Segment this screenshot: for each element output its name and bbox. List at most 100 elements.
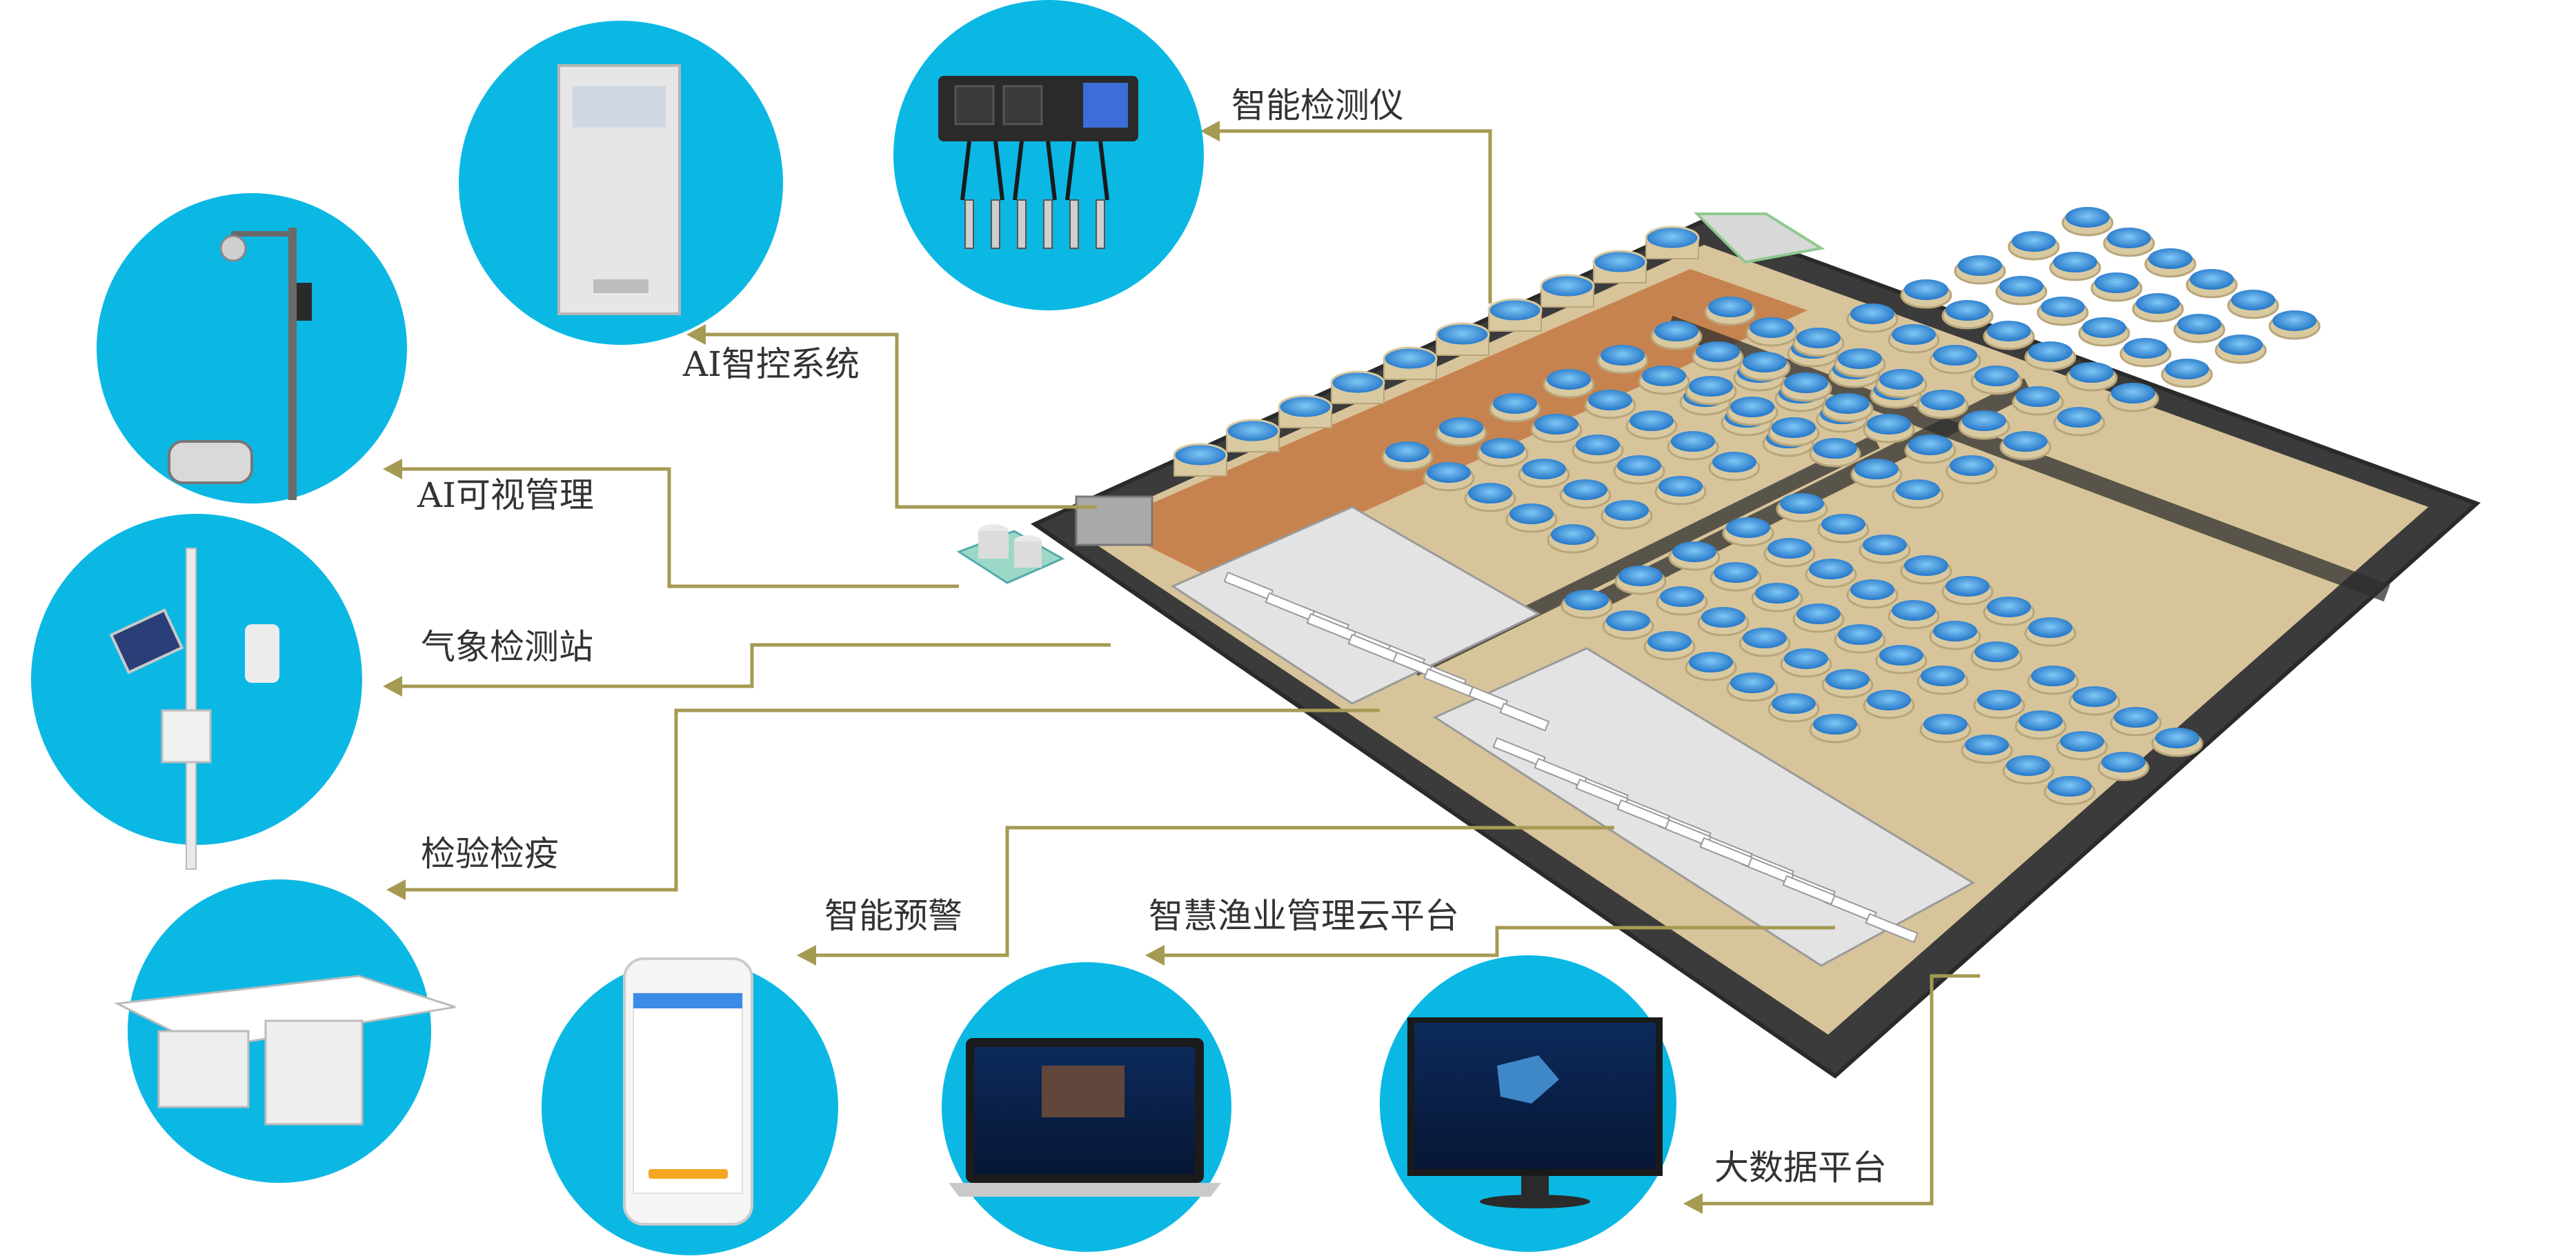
- water-tank-2-body: [1014, 541, 1042, 568]
- fish-tank-water: [1658, 476, 1703, 497]
- fish-tank-water: [1974, 641, 2019, 662]
- fish-tank-water: [1642, 366, 1686, 386]
- fish-tank-water: [1796, 604, 1841, 624]
- probe-cable: [1013, 141, 1024, 201]
- fish-tank-water: [1601, 345, 1645, 366]
- fish-tank-water: [1892, 324, 1936, 345]
- fish-tank-water: [1923, 714, 1968, 735]
- phone-app-header: [633, 993, 742, 1008]
- fish-tank-water: [2136, 293, 2180, 314]
- fish-tank-water: [2272, 310, 2317, 331]
- phone-alert-button: [648, 1169, 728, 1179]
- labels: 智能检测仪 AI智控系统 AI可视管理 气象检测站 检验检疫 智能预警 智慧渔业…: [417, 86, 1887, 1188]
- fish-tank-water: [1712, 452, 1756, 472]
- fish-tank-water: [1743, 352, 1787, 372]
- fish-tank-water: [1945, 576, 1990, 597]
- connector-inspection: [400, 708, 1380, 892]
- fish-tank-water: [1654, 321, 1698, 341]
- camera-pole-icon: [288, 228, 297, 500]
- connector-detector: [1214, 129, 1492, 303]
- fish-tank-water: [2082, 317, 2126, 338]
- fish-tank-water: [1977, 690, 2021, 710]
- fish-tank-water: [2070, 362, 2114, 383]
- fish-tank-water: [1987, 597, 2031, 617]
- large-tank-water: [1435, 322, 1490, 347]
- probe-cable: [1098, 141, 1109, 201]
- detector-screen-icon: [1083, 83, 1128, 128]
- probe-cable: [1046, 141, 1057, 201]
- large-tank-water: [1383, 346, 1438, 371]
- fish-tank-water: [2148, 248, 2192, 269]
- node-ai-visual: [97, 193, 407, 504]
- node-cloud: [942, 962, 1231, 1252]
- fish-tank-water: [2053, 252, 2097, 272]
- large-tank-water: [1487, 298, 1543, 323]
- fish-tank-water: [2019, 710, 2063, 731]
- monitor-base: [1480, 1195, 1590, 1208]
- lab-cabinet: [157, 1030, 250, 1108]
- fish-tank-water: [2094, 272, 2139, 293]
- fish-tank-water: [1796, 328, 1841, 348]
- fish-tank-water: [1999, 276, 2043, 297]
- node-detector: [893, 0, 1204, 310]
- socket-icon: [1002, 85, 1043, 126]
- fish-tank-water: [1629, 410, 1674, 431]
- fish-tank-water: [1987, 321, 2031, 341]
- fish-tank-water: [1726, 517, 1770, 538]
- fish-tank-water: [1427, 462, 1471, 483]
- arrow-inspection: [386, 879, 406, 900]
- probe-sensor: [1043, 199, 1053, 249]
- fish-tank-water: [1945, 300, 1990, 321]
- farm-large-tanks: [1173, 226, 1700, 477]
- fish-tank-water: [2155, 728, 2199, 748]
- fish-tank-water: [1921, 666, 1965, 686]
- fish-tank-water: [2041, 297, 2085, 317]
- fish-tank-water: [1493, 393, 1537, 414]
- fish-tank-water: [1784, 648, 1828, 669]
- cabinet-vent: [593, 279, 648, 293]
- fish-tank-water: [1647, 631, 1692, 652]
- fish-tank-water: [1509, 504, 1554, 524]
- fish-tank-water: [2219, 335, 2263, 355]
- fish-tank-water: [1689, 376, 1733, 397]
- fish-tank-water: [1896, 479, 1940, 500]
- fish-tank-water: [1767, 538, 1812, 559]
- phone-screen: [633, 993, 743, 1194]
- lab-desk: [1616, 799, 1670, 830]
- fish-tank-water: [1821, 514, 1865, 535]
- connector-warning: [811, 826, 1614, 957]
- fish-tank-water: [1480, 438, 1525, 459]
- probe-sensor: [1096, 199, 1105, 249]
- arrow-warning: [797, 945, 816, 966]
- lab-desk: [1699, 837, 1753, 868]
- cylinder-camera-icon: [168, 440, 253, 484]
- probe-cable: [960, 141, 971, 201]
- fish-tank-water: [1958, 255, 2002, 276]
- farm-lab-desks: [1223, 571, 1919, 944]
- label-warning: 智能预警: [824, 896, 962, 936]
- monitor-stand: [1521, 1176, 1549, 1197]
- fish-tank-water: [1468, 483, 1512, 504]
- lab-desk: [1782, 875, 1836, 906]
- node-ai-control: [459, 21, 783, 345]
- fish-tank-water: [1784, 372, 1828, 393]
- fish-tank-water: [1660, 586, 1704, 607]
- fish-tank-water: [1825, 669, 1870, 690]
- fish-tank-water: [1863, 535, 1907, 555]
- fish-tank-water: [2003, 431, 2048, 452]
- arrow-detector: [1200, 121, 1220, 141]
- node-bigdata: [1380, 955, 1676, 1252]
- farm-lab-zone-right: [1432, 647, 1976, 967]
- label-ai-control: AI智控系统: [682, 344, 860, 384]
- fish-tank-water: [1933, 621, 1977, 641]
- fish-tank-water: [2165, 359, 2209, 379]
- camera-arm: [231, 231, 293, 237]
- fish-tank-water: [2111, 383, 2155, 403]
- fish-tank-water: [1867, 690, 1911, 710]
- fish-tank-water: [2006, 755, 2050, 776]
- arrow-cloud: [1145, 945, 1165, 966]
- water-tank-1-body: [978, 531, 1009, 559]
- probe-sensor: [1069, 199, 1079, 249]
- fish-tank-water: [1965, 735, 2009, 755]
- label-bigdata: 大数据平台: [1714, 1148, 1887, 1188]
